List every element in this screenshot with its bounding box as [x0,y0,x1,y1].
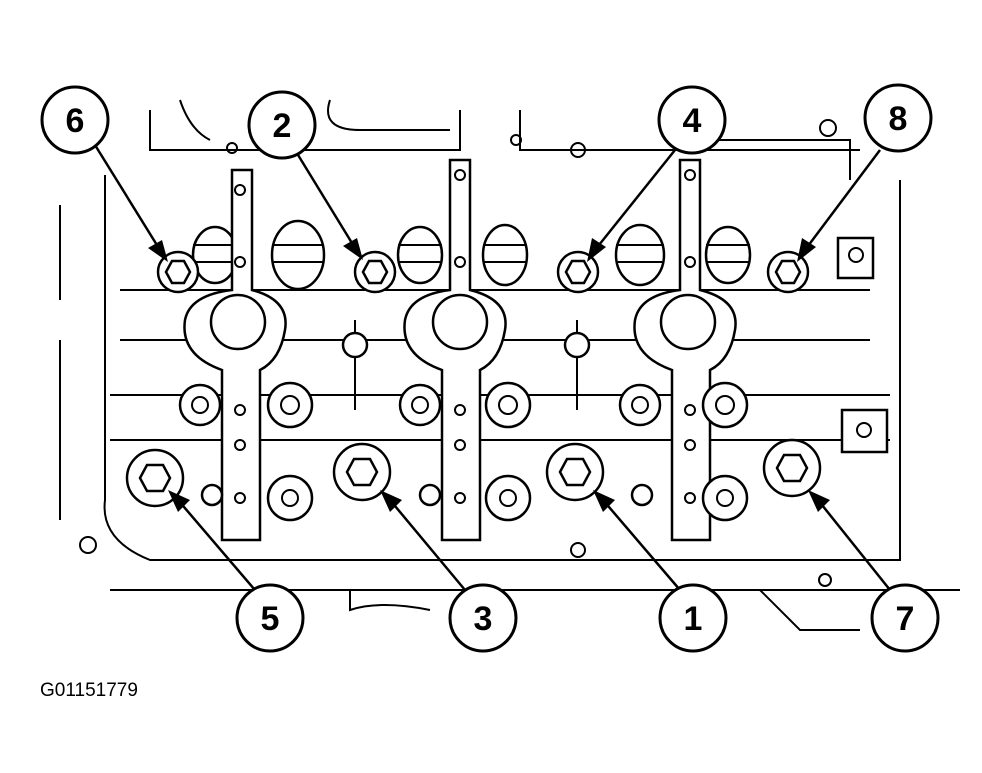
callout-label: 7 [896,600,915,638]
bolts [125,250,822,508]
bearing-cap [183,168,287,542]
bolt-hex-head [332,442,392,502]
callout-6: 6 [40,85,110,155]
callout-label: 8 [889,100,908,138]
bolt-hex-head [125,448,185,508]
callout-7: 7 [870,583,940,653]
valve-spring [270,219,326,291]
bolt-hex-head [762,438,822,498]
bearing-cap [403,158,507,542]
callout-label: 4 [683,102,702,140]
callout-5: 5 [235,583,305,653]
callout-label: 3 [474,600,493,638]
leader-lines [93,144,891,591]
figure-id-label: G01151779 [40,680,138,701]
bolt-hex-head [353,250,397,294]
valve-spring [704,225,752,285]
callout-label: 6 [66,102,85,140]
callout-label: 5 [261,600,280,638]
callout-label: 2 [273,107,292,145]
bolt-hex-head [556,250,600,294]
callout-4: 4 [657,85,727,155]
callout-2: 2 [247,90,317,160]
bearing-caps [183,158,737,542]
cylinder-head-outline [59,99,960,631]
valve-springs [191,219,752,291]
oil-passage-plugs [341,236,889,454]
valve-spring [614,223,666,287]
lower-row-holes [178,381,749,522]
callout-3: 3 [448,583,518,653]
callout-label: 1 [684,600,703,638]
valve-spring [481,223,529,287]
bolt-hex-head [545,442,605,502]
valve-spring [191,225,239,285]
valve-spring [396,225,444,285]
bearing-cap [633,158,737,542]
callout-1: 1 [658,583,728,653]
bolt-hex-head [766,250,810,294]
callout-8: 8 [863,83,933,153]
